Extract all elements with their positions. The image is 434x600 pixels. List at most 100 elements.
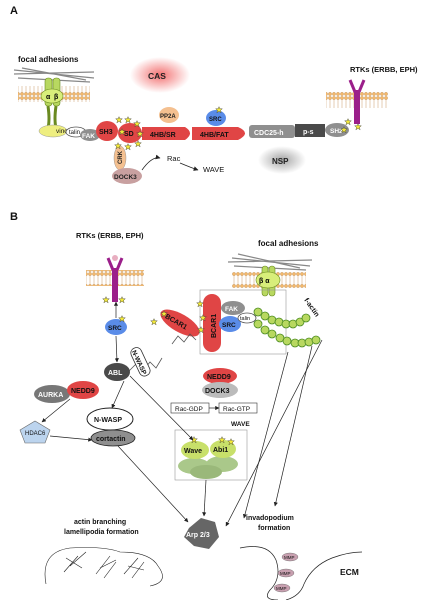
- nwasp-label: N-WASP: [94, 417, 122, 424]
- cdc25-domain: [249, 125, 295, 138]
- dock3-b: [202, 382, 238, 398]
- star-bcar1-2: [150, 318, 158, 325]
- talin-label-b: talin: [240, 316, 250, 322]
- mmp-2-label: MMP: [280, 571, 291, 576]
- arrow-dock3-rac: [141, 154, 161, 171]
- cortactin-label: cortactin: [96, 436, 126, 443]
- ps-label: p-s: [303, 129, 314, 136]
- dock3-label-b: DOCK3: [205, 388, 230, 395]
- mmp-2: [277, 568, 295, 578]
- fak-a: [80, 129, 100, 141]
- rac-gdp-label: Rac-GDP: [175, 406, 203, 413]
- src-b2: [219, 316, 241, 332]
- mmp-1-label: MMP: [284, 555, 295, 560]
- nsp-label: NSP: [272, 157, 289, 166]
- arrow-rac-wave: [179, 162, 199, 171]
- wave-b: [181, 441, 209, 459]
- abl-label: ABL: [108, 370, 123, 377]
- nedd9-right-label: NEDD9: [207, 374, 231, 381]
- sh3-domain: [96, 121, 118, 141]
- src-label-b2: SRC: [222, 322, 236, 329]
- pp2a-label-a: PP2A: [160, 114, 176, 120]
- cas-label: CAS: [148, 71, 166, 81]
- aurka: [34, 385, 70, 403]
- wave-complex: Wave Abi1: [178, 436, 238, 479]
- src-label-a: SRC: [209, 117, 222, 123]
- talin-label-a: talin: [69, 130, 80, 136]
- lamellipodia-sketch: [44, 547, 163, 587]
- wave-complex-box: [174, 429, 248, 481]
- focal-adhesions-label-b: focal adhesions: [258, 239, 319, 248]
- star-rtk-b2: [118, 296, 126, 303]
- bcar1-diagonal: BCAR1: [160, 309, 200, 337]
- abl: [104, 363, 130, 381]
- arp23: [184, 518, 219, 549]
- actin-branching-label: actin branching: [74, 519, 126, 526]
- star-rtk-b1: [102, 296, 110, 303]
- hb-fat-domain: [192, 127, 245, 140]
- abi1-label: Abi1: [213, 447, 228, 454]
- hb-sr-domain: [142, 127, 190, 140]
- invadopodium-sketch: [239, 546, 363, 600]
- cas-glow: [130, 57, 190, 93]
- crk-label-a: CRK: [118, 150, 124, 164]
- integrin-a: α β: [40, 77, 64, 129]
- wave-label-b: WAVE: [231, 421, 250, 428]
- bcar1-link-zigzag: [171, 333, 197, 345]
- nedd9-right: [203, 368, 237, 384]
- fak-b: [221, 301, 245, 315]
- ecm-label: ECM: [340, 567, 359, 577]
- src-b: [105, 319, 127, 335]
- dock3-a: [112, 168, 142, 184]
- integrin-b-label: β α: [259, 278, 270, 285]
- cas-protein-chain: FAK SH3 SD 4HB/SR 4HB/FAT CDC25-h p-s SH…: [80, 121, 349, 143]
- integrin-alpha: α: [46, 94, 51, 101]
- wave-b-label: Wave: [184, 448, 202, 455]
- hb-sr-label: 4HB/SR: [150, 132, 176, 139]
- fak-label-b: FAK: [225, 306, 238, 313]
- panel-b-label: B: [10, 211, 18, 223]
- ps-domain: [295, 124, 325, 137]
- sh3-label: SH3: [99, 129, 113, 136]
- focal-adhesion-membrane-b: β α: [227, 253, 313, 297]
- rtk-receptor-b: [86, 255, 144, 302]
- bcar1-label: BCAR1: [211, 314, 218, 338]
- panel-a-label: A: [10, 5, 18, 17]
- sh2-label: SH2: [330, 128, 343, 135]
- hdac6: [19, 420, 51, 444]
- rtk-receptor-a: [326, 79, 388, 124]
- mmp-3: [273, 583, 291, 593]
- rac-gtp-label: Rac-GTP: [223, 406, 250, 413]
- fak-label-a: FAK: [82, 133, 95, 140]
- nedd9-left-label: NEDD9: [71, 388, 95, 395]
- formation-label: formation: [258, 525, 290, 532]
- lamellipodia-label: lamellipodia formation: [64, 529, 139, 536]
- nsp-glow: [258, 146, 306, 174]
- invadopodium-label: invadopodium: [246, 515, 294, 522]
- mmp-3-label: MMP: [276, 586, 287, 591]
- arp23-label: Arp 2/3: [186, 532, 210, 539]
- pp2a-a: [159, 107, 179, 123]
- focal-adhesions-label-a: focal adhesions: [18, 55, 79, 64]
- dock3-label-a: DOCK3: [114, 174, 137, 181]
- rtks-label-a: RTKs (ERBB, EPH): [350, 65, 418, 74]
- rtks-label-b: RTKs (ERBB, EPH): [76, 231, 144, 240]
- cdc25-label: CDC25-h: [254, 130, 284, 137]
- src-a: [206, 110, 226, 126]
- bcar1-vertical: BCAR1: [203, 294, 221, 352]
- src-label-b: SRC: [108, 325, 122, 332]
- aurka-label: AURKA: [38, 392, 63, 399]
- integrin-beta: β: [54, 94, 59, 101]
- mmp-1: [281, 552, 299, 562]
- pathway-arrows-b: [41, 301, 323, 527]
- wave-label-a: WAVE: [203, 165, 224, 174]
- nedd9-left: [67, 381, 99, 399]
- nwasp-tag: N-WASP: [130, 347, 151, 376]
- sd-domain: [118, 123, 142, 143]
- sh2-domain: [325, 123, 349, 137]
- f-actin-chain: [253, 307, 321, 348]
- hb-fat-label: 4HB/FAT: [200, 132, 229, 139]
- sd-label: SD: [124, 131, 134, 138]
- talin-b: [237, 312, 257, 324]
